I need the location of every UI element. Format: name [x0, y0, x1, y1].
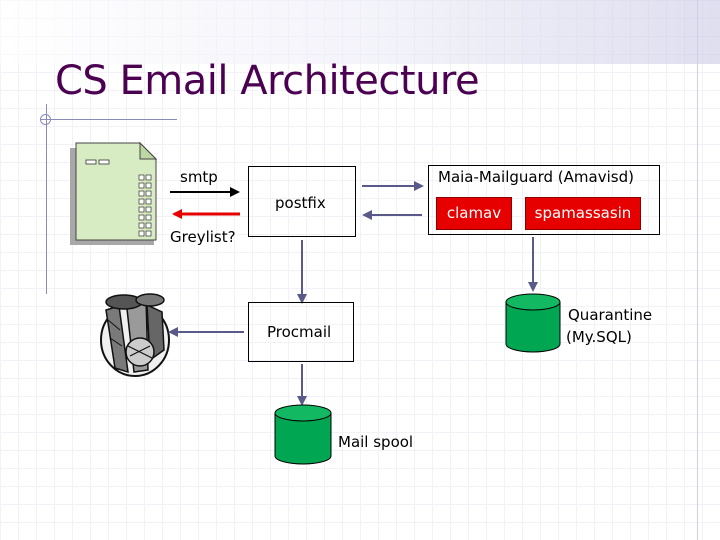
- mail-spool-label: Mail spool: [338, 433, 414, 451]
- title-vertical-rule: [46, 104, 47, 294]
- quarantine-cylinder: [505, 293, 561, 353]
- greylist-label: Greylist?: [170, 228, 236, 246]
- slide-title: CS Email Architecture: [55, 58, 480, 104]
- maia-box: Maia-Mailguard (Amavisd): [428, 165, 660, 235]
- title-rule: [40, 119, 177, 120]
- postfix-label: postfix: [275, 194, 326, 212]
- mail-spool-cylinder: [274, 404, 332, 465]
- quarantine-label-line1: Quarantine: [568, 306, 653, 324]
- right-divider: [697, 0, 698, 540]
- title-band: [0, 0, 720, 64]
- spamassassin-box: spamassasin: [525, 197, 641, 230]
- email-document-icon: [70, 141, 158, 245]
- title-circle-marker: [40, 114, 51, 125]
- trash-can-icon: [100, 293, 170, 377]
- smtp-label: smtp: [180, 168, 218, 186]
- procmail-box: Procmail: [248, 302, 354, 362]
- procmail-label: Procmail: [267, 323, 332, 341]
- maia-label: Maia-Mailguard (Amavisd): [438, 168, 634, 186]
- clamav-box: clamav: [436, 197, 512, 230]
- postfix-box: postfix: [248, 166, 356, 237]
- spamassassin-label: spamassasin: [534, 204, 632, 222]
- clamav-label: clamav: [446, 204, 502, 222]
- quarantine-label-line2: (My.SQL): [566, 328, 632, 346]
